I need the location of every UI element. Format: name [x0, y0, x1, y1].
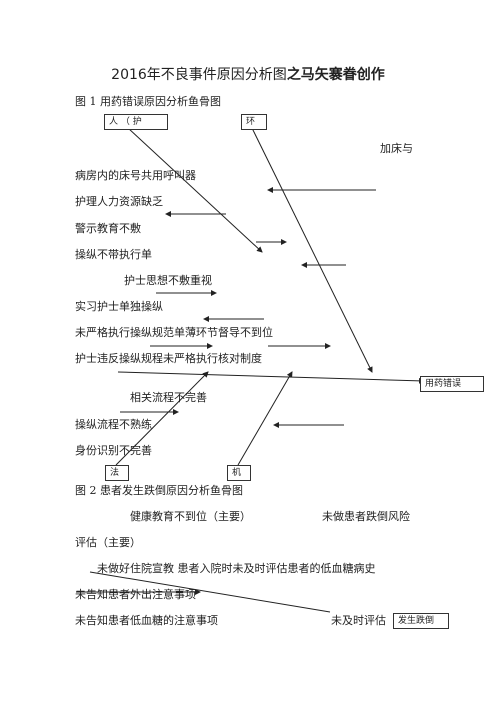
cause-line: 加床与	[380, 142, 413, 155]
cause-line: 未及时评估	[331, 614, 386, 627]
page-title: 2016年不良事件原因分析图之马矢褰眷创作	[111, 67, 385, 83]
cause-line: 相关流程不完善	[130, 391, 207, 404]
box-law: 法	[105, 465, 129, 481]
cause-line: 护士违反操纵规程未严格执行核对制度	[75, 352, 262, 365]
figure1-caption: 图 1 用药错误原因分析鱼骨图	[75, 95, 221, 108]
cause-line: 护理人力资源缺乏	[75, 195, 163, 208]
cause-line: 病房内的床号共用呼叫器	[75, 169, 196, 182]
cause-line: 操纵不带执行单	[75, 248, 152, 261]
cause-line: 未做患者跌倒风险	[322, 510, 410, 523]
bone-machine	[237, 371, 293, 466]
bone-law	[115, 371, 209, 466]
cause-line: 未告知患者低血糖的注意事项	[75, 614, 218, 627]
cause-line: 评估（主要）	[75, 536, 141, 549]
cause-line: 未告知患者外出注意事项	[75, 588, 196, 601]
cause-line: 实习护士单独操纵	[75, 300, 163, 313]
cause-line: 未严格执行操纵规范单薄环节督导不到位	[75, 326, 273, 339]
spine	[117, 371, 425, 384]
cause-line: 健康教育不到位（主要）	[130, 510, 251, 523]
box-effect-fall: 发生跌倒	[393, 613, 449, 629]
cause-line: 操纵流程不熟练	[75, 418, 152, 431]
figure2-caption: 图 2 患者发生跌倒原因分析鱼骨图	[75, 484, 243, 497]
box-effect-medication-error: 用药错误	[420, 376, 484, 392]
bone-environment	[251, 127, 373, 373]
cause-line: 警示教育不敷	[75, 222, 141, 235]
cause-line: 未做好住院宣教 患者入院时未及时评估患者的低血糖病史	[97, 562, 376, 575]
cause-line: 身份识别不完善	[75, 444, 152, 457]
bone-people	[127, 127, 263, 253]
box-machine: 机	[227, 465, 251, 481]
box-environment: 环	[241, 114, 267, 130]
box-people: 人 （ 护	[104, 114, 168, 130]
cause-line: 护士思想不敷重视	[124, 274, 212, 287]
